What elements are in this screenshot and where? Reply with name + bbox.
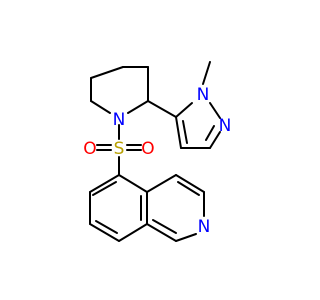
bonds (89, 61, 221, 242)
atom-n-isoquinoline: N (198, 217, 211, 237)
bond-iq-11-inner (152, 219, 177, 234)
bond-pyrazole-n2-c3-inner (205, 125, 215, 141)
bond-pyrazole-c5-n1 (175, 102, 193, 118)
bond-pyrazole-n2-c3 (209, 131, 221, 149)
bond-pyrazole-n1-n2 (209, 102, 221, 119)
bond-iq-8 (175, 174, 205, 193)
bond-piperidine-pyrazole (147, 100, 177, 118)
atom-s-sulfonyl: S (114, 139, 125, 159)
atom-o-left: O (83, 139, 96, 159)
bond-iq-7 (146, 174, 177, 193)
bond-iq-6 (118, 174, 148, 193)
bond-piperidine-5 (127, 100, 149, 114)
bond-iq-3-inner (95, 220, 118, 234)
bond-iq-11 (146, 223, 177, 242)
molecule-svg: N S O O N N N (83, 61, 231, 242)
bond-piperidine-4 (90, 100, 111, 114)
bond-iq-1-inner (92, 181, 117, 196)
bond-piperidine-2 (90, 66, 124, 79)
bond-iq-3 (89, 223, 120, 242)
atom-n-pyrazole-2: N (219, 116, 232, 136)
atom-n-piperidine: N (113, 110, 126, 130)
bond-iq-10 (175, 233, 197, 242)
bond-n-methyl (202, 61, 211, 85)
atom-o-right: O (141, 139, 154, 159)
bond-iq-8-inner (177, 181, 200, 196)
atom-n-pyrazole-1: N (197, 85, 210, 105)
bond-iq-4 (118, 223, 148, 242)
bond-iq-1 (89, 174, 120, 193)
atom-labels: N S O O N N N (83, 85, 231, 237)
bond-pyrazole-c4-c5 (175, 116, 182, 149)
bond-pyrazole-c4-c5-inner (182, 120, 188, 144)
molecule-structure-diagram: N S O O N N N (83, 61, 231, 242)
